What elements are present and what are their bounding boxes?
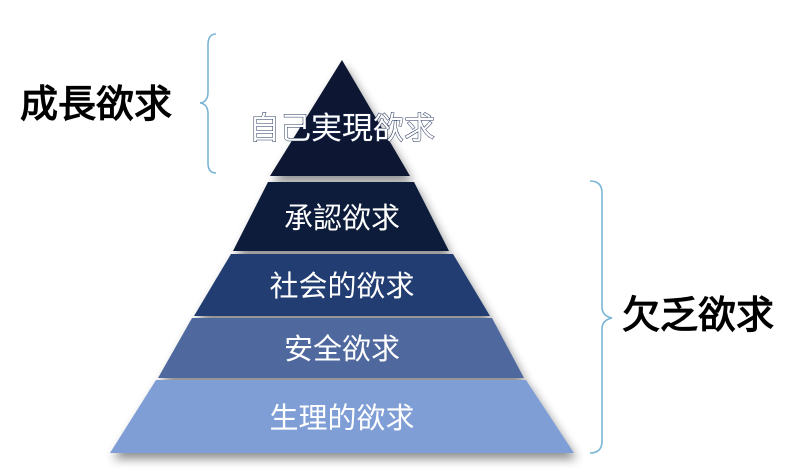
- tier-label-social: 社会的欲求: [269, 269, 414, 303]
- pyramid: [110, 60, 574, 453]
- growth-bracket: [199, 33, 217, 174]
- growth-needs-label: 成長欲求: [20, 82, 173, 126]
- pyramid-tier-social: [194, 254, 490, 316]
- pyramid-tier-safety: [158, 318, 524, 378]
- deficiency-needs-label: 欠乏欲求: [622, 293, 775, 337]
- deficiency-bracket: [589, 180, 613, 454]
- tier-label-safety: 安全欲求: [284, 332, 400, 366]
- tier-label-physiological: 生理的欲求: [269, 401, 414, 435]
- tier-label-esteem: 承認欲求: [284, 201, 400, 235]
- pyramid-tier-self-actualization: [270, 60, 410, 176]
- pyramid-tier-physiological: [110, 380, 574, 453]
- tier-label-self-actualization: 自己実現欲求: [249, 111, 435, 147]
- pyramid-tier-esteem: [233, 182, 449, 251]
